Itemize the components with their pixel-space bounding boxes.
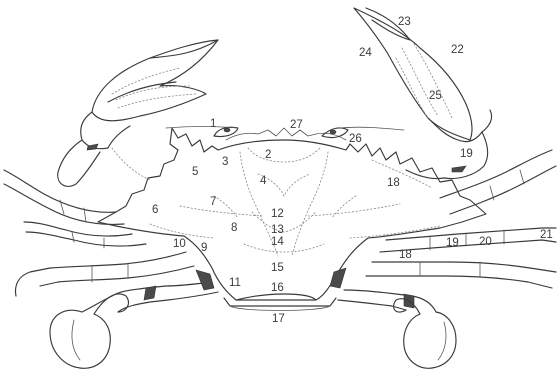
left-walking-legs: [4, 170, 218, 368]
label-15: 15: [271, 262, 284, 274]
right-walking-legs: [330, 150, 556, 368]
label-1: 1: [210, 118, 216, 130]
label-2: 2: [265, 149, 271, 161]
label-4: 4: [260, 175, 267, 187]
label-18-carapace: 18: [387, 177, 400, 189]
label-21: 21: [540, 229, 553, 241]
label-27: 27: [290, 119, 303, 131]
label-11: 11: [229, 277, 241, 289]
label-19-leg: 19: [446, 237, 459, 249]
left-cheliped: [58, 40, 218, 186]
label-25: 25: [429, 90, 442, 102]
label-20: 20: [479, 236, 492, 248]
label-23: 23: [398, 16, 411, 28]
label-22: 22: [451, 44, 464, 56]
label-7: 7: [210, 196, 216, 208]
label-13: 13: [271, 224, 284, 236]
label-16: 16: [271, 282, 284, 294]
label-17: 17: [272, 313, 285, 325]
label-9: 9: [201, 242, 207, 254]
label-12: 12: [271, 208, 284, 220]
label-14: 14: [271, 236, 284, 248]
label-26: 26: [349, 133, 362, 145]
label-8: 8: [231, 222, 237, 234]
label-6: 6: [152, 204, 158, 216]
label-10: 10: [173, 238, 186, 250]
label-18-leg: 18: [399, 249, 412, 261]
number-labels: 1 2 3 4 5 6 7 8 9 10 11 12 13 14 15 16 1…: [152, 16, 553, 325]
label-5: 5: [192, 166, 198, 178]
label-3: 3: [222, 156, 228, 168]
label-24: 24: [359, 47, 372, 59]
label-19-claw: 19: [460, 148, 473, 160]
